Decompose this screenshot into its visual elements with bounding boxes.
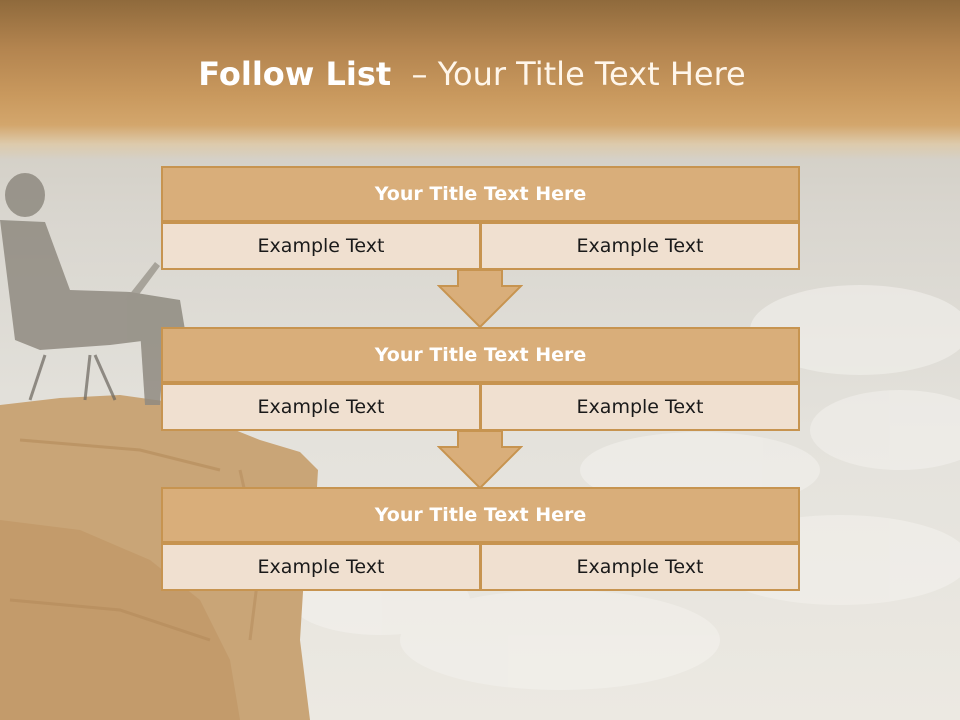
title-rest: – Your Title Text Here [391, 55, 746, 93]
header-band [0, 0, 960, 160]
step-2-left-cell: Example Text [161, 383, 481, 431]
down-arrow-icon [437, 431, 523, 489]
step-3-left-cell: Example Text [161, 543, 481, 591]
step-1-left-cell: Example Text [161, 222, 481, 270]
step-1-right-cell: Example Text [480, 222, 800, 270]
step-1-title: Your Title Text Here [161, 166, 800, 222]
step-3-title: Your Title Text Here [161, 487, 800, 543]
step-2-right-cell: Example Text [480, 383, 800, 431]
title-bold: Follow List [198, 55, 392, 93]
step-3-right-cell: Example Text [480, 543, 800, 591]
slide-title: Follow List – Your Title Text Here [0, 55, 944, 93]
down-arrow-icon [437, 270, 523, 328]
step-2-title: Your Title Text Here [161, 327, 800, 383]
